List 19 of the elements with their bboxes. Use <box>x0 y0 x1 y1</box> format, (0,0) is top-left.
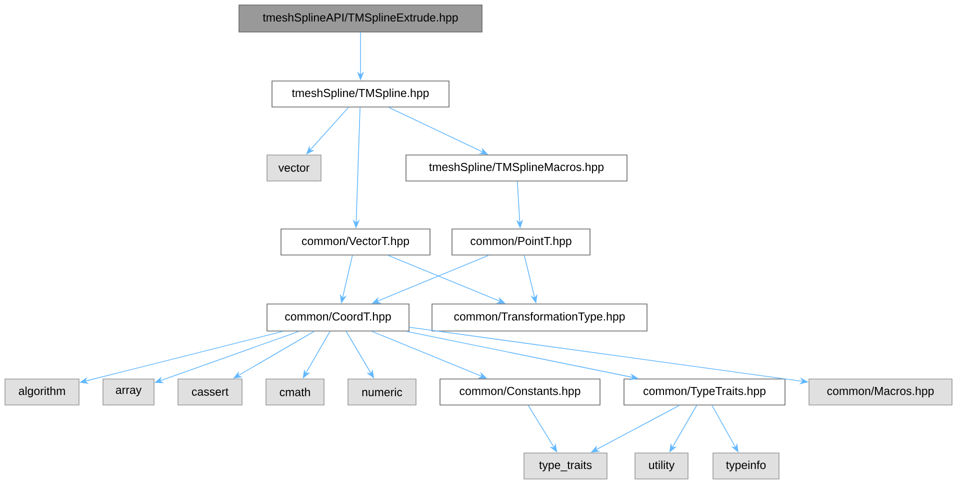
file-box: common/VectorT.hpp <box>280 228 430 256</box>
file-box: typeinfo <box>712 452 780 480</box>
file-box: common/CoordT.hpp <box>266 304 410 332</box>
file-box: common/Constants.hpp <box>440 378 600 406</box>
file-box: type_traits <box>524 452 608 480</box>
file-box: tmeshSplineAPI/TMSplineExtrude.hpp <box>238 4 482 32</box>
file-box: vector <box>266 154 322 182</box>
file-box: utility <box>634 452 688 480</box>
file-box: common/Macros.hpp <box>808 378 952 406</box>
file-box: algorithm <box>4 378 80 406</box>
file-box: common/TransformationType.hpp <box>432 304 648 332</box>
file-box: common/TypeTraits.hpp <box>624 378 786 406</box>
file-box: cmath <box>266 378 324 406</box>
file-box: tmeshSpline/TMSplineMacros.hpp <box>406 154 628 182</box>
file-box: array <box>102 378 154 406</box>
file-box: tmeshSpline/TMSpline.hpp <box>272 80 450 108</box>
file-box: numeric <box>348 378 416 406</box>
file-box: cassert <box>178 378 242 406</box>
file-box: common/PointT.hpp <box>452 228 590 256</box>
